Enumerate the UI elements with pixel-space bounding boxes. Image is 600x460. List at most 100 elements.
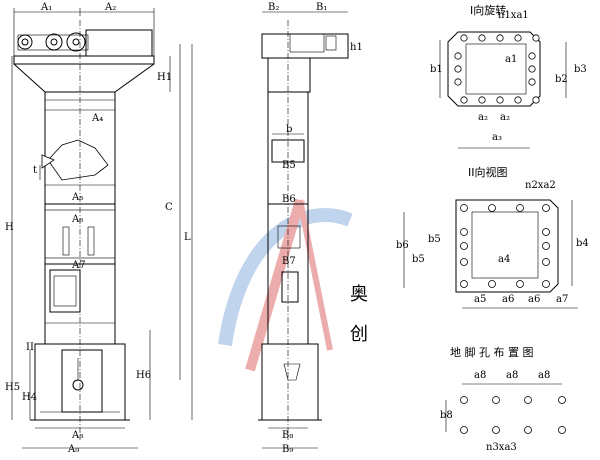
bolt-hole (454, 52, 462, 60)
bolt-hole (528, 78, 536, 86)
bolt-hole (460, 242, 468, 250)
label-B9: B₉ (282, 444, 293, 455)
label-a7: a7 (556, 294, 568, 305)
label-H1: H1 (157, 72, 172, 83)
label-a8-1: a8 (474, 370, 486, 381)
anchor-hole-grid (460, 396, 566, 434)
bolt-hole (542, 258, 550, 266)
label-a8-2: a8 (506, 370, 518, 381)
label-b8: b8 (440, 410, 453, 421)
bolt-hole (496, 34, 504, 42)
label-a1: a1 (505, 54, 517, 65)
anchor-hole (460, 426, 468, 434)
label-L: L (184, 232, 191, 243)
bolt-hole (542, 228, 550, 236)
label-b4: b4 (576, 238, 589, 249)
label-B6: B6 (282, 194, 296, 205)
anchor-hole (460, 396, 468, 404)
label-A7: A7 (71, 260, 86, 271)
bolt-hole (528, 65, 536, 73)
label-b5-lower: b5 (412, 254, 425, 265)
bolt-hole (542, 280, 550, 288)
anchor-hole (492, 426, 500, 434)
label-B8: B₈ (282, 430, 293, 441)
view-I-title: I向旋转 (470, 3, 506, 17)
label-B1: B₁ (316, 2, 327, 13)
label-b2: b2 (555, 74, 568, 85)
label-A2: A₂ (104, 2, 116, 13)
bolt-hole (460, 204, 468, 212)
anchor-hole (558, 426, 566, 434)
label-a5: a5 (474, 294, 486, 305)
label-h1: h1 (350, 42, 363, 53)
label-H4: H4 (22, 392, 37, 403)
watermark-logo (218, 198, 353, 372)
bolt-hole (460, 228, 468, 236)
label-a8-3: a8 (538, 370, 550, 381)
label-n3xa3: n3xa3 (486, 442, 517, 453)
side-view (258, 11, 349, 449)
label-b5-upper: b5 (428, 234, 441, 245)
label-A9: A₉ (67, 444, 79, 455)
label-H5: H5 (5, 382, 20, 393)
label-B5: B5 (282, 160, 296, 171)
bolt-hole (488, 280, 496, 288)
watermark-text-2: 创 (350, 324, 368, 345)
bolt-hole (460, 280, 468, 288)
label-roman-II: II (26, 342, 34, 353)
bolt-hole (478, 96, 486, 104)
bolt-hole (454, 78, 462, 86)
bolt-hole (528, 52, 536, 60)
front-view (11, 8, 193, 449)
label-b6: b6 (396, 240, 409, 251)
label-b: b (286, 124, 292, 135)
bolt-hole (514, 96, 522, 104)
label-a2-left: a₂ (478, 112, 488, 123)
anchor-hole (524, 396, 532, 404)
label-A4: A₄ (91, 113, 103, 124)
view-III-title: 地 脚 孔 布 置 图 (450, 345, 533, 359)
bolt-hole (532, 96, 540, 104)
view-I-flange (447, 31, 541, 107)
label-n1xa1: n1xa1 (498, 10, 529, 21)
label-H: H (5, 222, 14, 233)
view-II-bolt-holes (460, 204, 550, 288)
label-n2xa2: n2xa2 (525, 180, 556, 191)
label-A8: A₈ (71, 430, 83, 441)
bolt-hole (460, 258, 468, 266)
bolt-hole (516, 280, 524, 288)
label-t: t (33, 165, 37, 176)
label-a4: a4 (498, 254, 510, 265)
label-A6: A₆ (71, 214, 83, 225)
label-a3: a₃ (492, 132, 502, 143)
bolt-hole (460, 96, 468, 104)
bolt-hole (514, 34, 522, 42)
anchor-hole (492, 396, 500, 404)
view-I-bolt-holes (454, 34, 540, 104)
bolt-hole (496, 96, 504, 104)
label-C: C (165, 202, 173, 213)
label-B2: B₂ (268, 2, 279, 13)
anchor-hole (524, 426, 532, 434)
label-b1: b1 (430, 64, 443, 75)
view-II-title: II向视图 (468, 165, 508, 179)
bolt-hole (488, 204, 496, 212)
view-II-flange (455, 199, 559, 293)
label-B7: B7 (282, 256, 296, 267)
bolt-hole (454, 65, 462, 73)
watermark-text-1: 奥 (350, 284, 368, 305)
bolt-hole (542, 242, 550, 250)
bolt-hole (478, 34, 486, 42)
label-A1: A₁ (40, 2, 52, 13)
bolt-hole (516, 204, 524, 212)
anchor-hole (558, 396, 566, 404)
bolt-hole (542, 204, 550, 212)
label-a2-right: a₂ (500, 112, 510, 123)
label-b3: b3 (574, 64, 587, 75)
bolt-hole (460, 34, 468, 42)
label-H6: H6 (136, 370, 151, 381)
bolt-hole (532, 34, 540, 42)
label-A5: A₅ (71, 192, 83, 203)
